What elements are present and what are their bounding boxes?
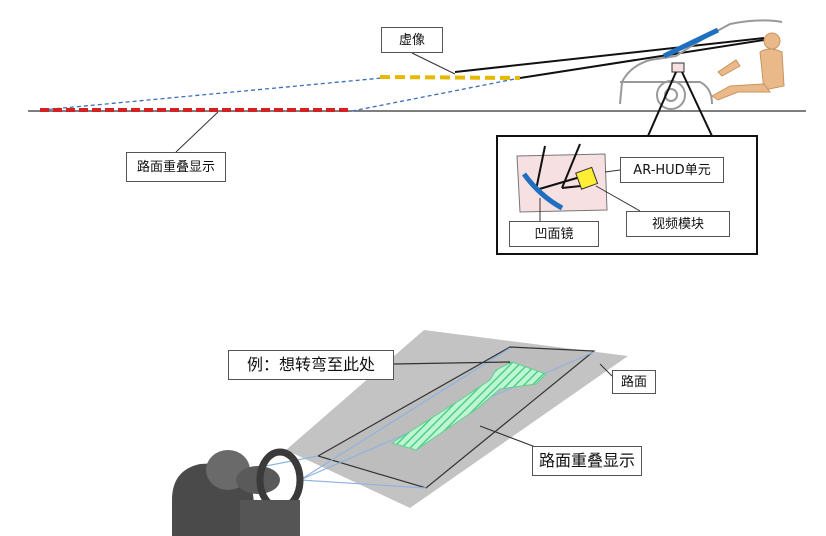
road2-leader [599,363,613,377]
ray-lower-dashed [351,77,521,112]
arhud-leader [604,169,621,173]
driver-figure [711,32,785,101]
video-module-shape [575,166,599,190]
sight-line-lower [519,39,765,79]
ray-upper-dashed [41,77,383,111]
car-outline [619,19,783,110]
arhud-unit-label: AR-HUD单元 [620,157,724,183]
turn-overlay-arrow [390,361,547,451]
video-leader [595,185,641,212]
road-overlay-label-top: 路面重叠显示 [126,152,226,182]
sight-line-upper [454,37,765,73]
driver-silhouette [172,448,304,536]
concave-mirror-shape [521,172,564,211]
road-surface-label: 路面 [612,370,656,394]
road3-leader [479,425,539,449]
example-leader [393,361,511,365]
virtual-image-label: 虚像 [381,27,443,53]
inset-ray-1 [535,145,546,191]
hud-unit-marker [671,62,685,73]
virtual-leader [411,52,456,75]
road-overlay-label-bottom: 路面重叠显示 [532,446,642,476]
concave-mirror-label: 凹面镜 [509,221,599,247]
inset-connector-left [647,71,677,137]
virtual-image-dash [379,75,521,80]
turn-example-label: 例：想转弯至此处 [228,350,394,380]
windshield [662,27,720,59]
inset-connector-right [681,71,713,137]
video-module-label: 视频模块 [626,211,730,237]
road-leader [175,111,219,153]
